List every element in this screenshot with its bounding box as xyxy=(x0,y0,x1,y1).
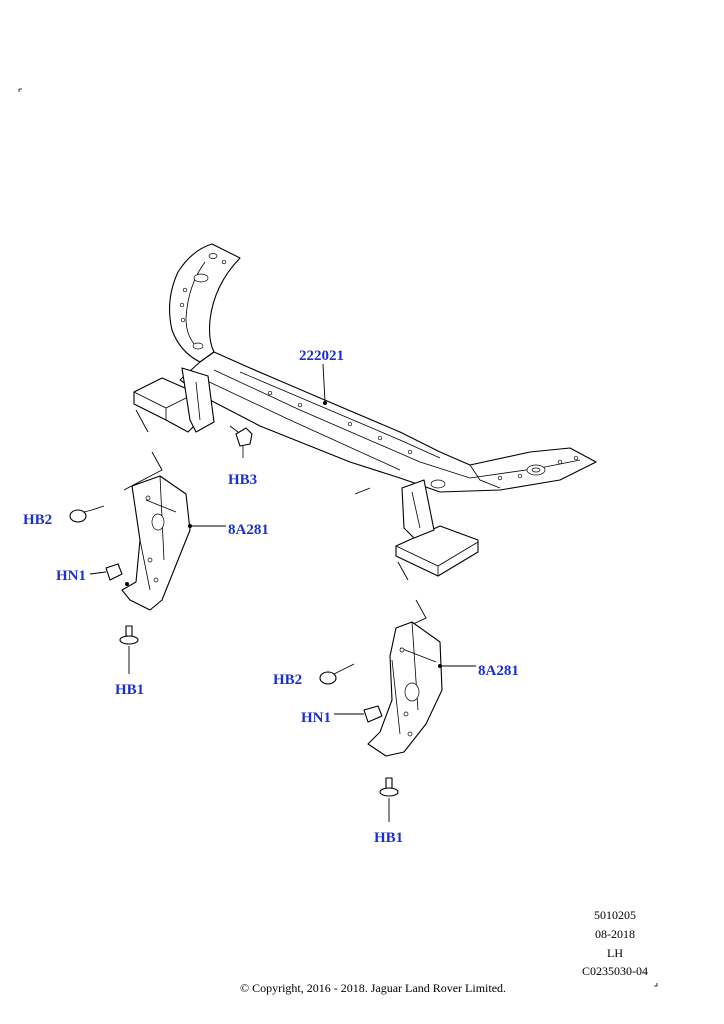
corner-mark-top xyxy=(18,88,22,92)
rh-bolt-hb2[interactable] xyxy=(319,663,355,685)
callout-rh-8a281[interactable]: 8A281 xyxy=(478,663,519,679)
rh-nut-hn1[interactable] xyxy=(334,705,383,723)
callout-222021[interactable]: 222021 xyxy=(299,348,344,364)
callout-rh-hn1[interactable]: HN1 xyxy=(301,710,331,726)
rh-bolt-hb1[interactable] xyxy=(379,777,399,822)
info-side: LH xyxy=(607,946,623,960)
callout-lh-hb2[interactable]: HB2 xyxy=(23,512,52,528)
carrier-left-mount xyxy=(133,377,195,433)
copyright-notice: © Copyright, 2016 - 2018. Jaguar Land Ro… xyxy=(239,981,507,995)
callout-lh-hn1[interactable]: HN1 xyxy=(56,568,86,584)
corner-mark-bottom xyxy=(654,983,658,987)
lh-bolt-hb2[interactable] xyxy=(69,505,105,523)
rh-bracket-8a281[interactable] xyxy=(367,621,476,757)
carrier-right-mount xyxy=(395,525,479,577)
lh-nut-hn1[interactable] xyxy=(89,563,129,586)
info-illustration-id: C0235030-04 xyxy=(582,964,648,978)
callout-hb3[interactable]: HB3 xyxy=(228,472,257,488)
lh-bolt-hb1[interactable] xyxy=(119,625,139,674)
callout-lh-8a281[interactable]: 8A281 xyxy=(228,522,269,538)
carrier-main-beam xyxy=(179,351,597,493)
info-date: 08-2018 xyxy=(595,927,635,941)
lh-bracket-8a281[interactable] xyxy=(121,475,226,611)
callout-rh-hb2[interactable]: HB2 xyxy=(273,672,302,688)
carrier-left-arm xyxy=(169,243,241,363)
info-code: 5010205 xyxy=(594,908,636,922)
callout-rh-hb1[interactable]: HB1 xyxy=(374,830,403,846)
bolt-hb3[interactable] xyxy=(229,425,253,458)
front-end-carrier-assembly xyxy=(123,243,597,633)
callout-lh-hb1[interactable]: HB1 xyxy=(115,682,144,698)
